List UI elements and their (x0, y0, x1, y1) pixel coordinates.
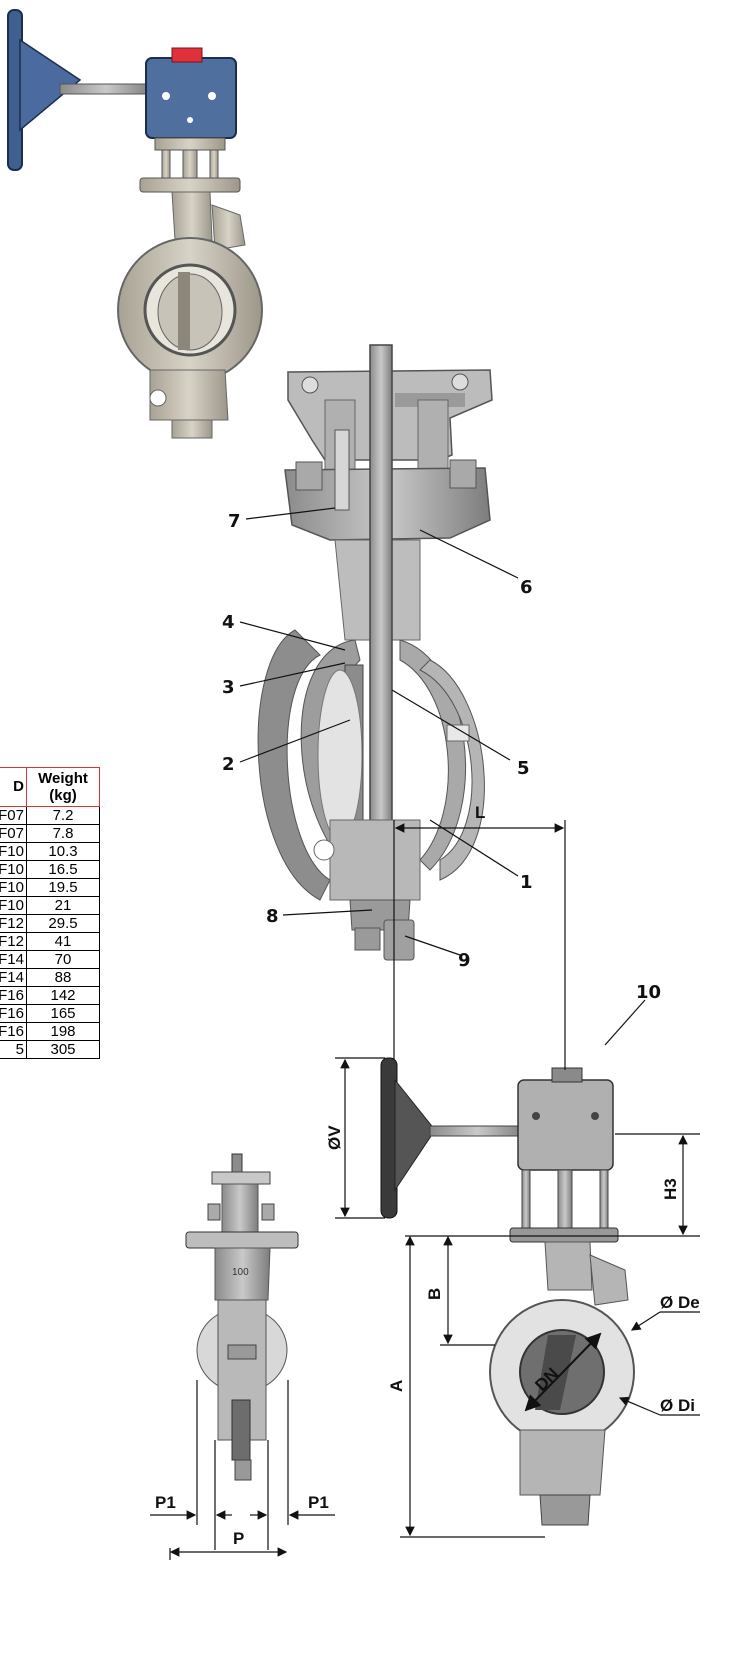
cell-weight: 29.5 (26, 914, 100, 933)
weight-header-line2: (kg) (49, 787, 77, 804)
cell-partial: 5 (0, 1040, 27, 1059)
dimension-lines-front (335, 820, 700, 1538)
cell-partial: F07 (0, 824, 27, 843)
cell-weight: 198 (26, 1022, 100, 1041)
cell-weight: 142 (26, 986, 100, 1005)
cell-weight: 7.8 (26, 824, 100, 843)
dim-p1-right: P1 (308, 1493, 329, 1512)
cell-weight: 19.5 (26, 878, 100, 897)
table-header-row: D Weight (kg) (0, 767, 100, 807)
dim-v: ØV (325, 1125, 344, 1150)
callout-10: 10 (636, 982, 661, 1003)
callout-7: 7 (228, 511, 241, 532)
cell-partial: F16 (0, 986, 27, 1005)
dim-b: B (425, 1288, 444, 1300)
cell-partial: F10 (0, 878, 27, 897)
weight-header-line1: Weight (38, 770, 88, 787)
valve-cutaway-view (257, 344, 493, 961)
cell-weight: 10.3 (26, 842, 100, 861)
table-header-partial: D (0, 767, 27, 807)
callout-4: 4 (222, 612, 235, 633)
cell-weight: 88 (26, 968, 100, 987)
callout-5: 5 (517, 758, 530, 779)
cell-partial: F16 (0, 1004, 27, 1023)
dimension-lines-side (150, 1380, 335, 1560)
dim-di: Ø Di (660, 1396, 695, 1415)
cell-partial: F14 (0, 950, 27, 969)
valve-front-drawing: DN (380, 1057, 635, 1526)
table-header-weight: Weight (kg) (26, 767, 100, 807)
cell-partial: F14 (0, 968, 27, 987)
cell-partial: F10 (0, 896, 27, 915)
cell-partial: F12 (0, 914, 27, 933)
callout-9: 9 (458, 950, 471, 971)
callout-6: 6 (520, 577, 533, 598)
cell-weight: 41 (26, 932, 100, 951)
callout-leaders (239, 507, 646, 1046)
cell-weight: 70 (26, 950, 100, 969)
callout-8: 8 (266, 906, 279, 927)
cell-partial: F16 (0, 1022, 27, 1041)
cell-weight: 21 (26, 896, 100, 915)
dim-l: L (475, 803, 485, 822)
cell-partial: F10 (0, 860, 27, 879)
valve-side-drawing: 100 (185, 1153, 299, 1481)
body-stamp: 100 (232, 1267, 249, 1278)
cell-partial: F12 (0, 932, 27, 951)
cell-weight: 16.5 (26, 860, 100, 879)
dim-h3: H3 (661, 1178, 680, 1200)
cell-weight: 305 (26, 1040, 100, 1059)
dim-de: Ø De (660, 1293, 700, 1312)
cell-partial: F07 (0, 806, 27, 825)
callout-2: 2 (222, 754, 235, 775)
cell-weight: 7.2 (26, 806, 100, 825)
cell-partial: F10 (0, 842, 27, 861)
cell-weight: 165 (26, 1004, 100, 1023)
callout-1: 1 (520, 872, 533, 893)
valve-3d-view (7, 9, 263, 439)
dim-p: P (233, 1529, 244, 1548)
dim-a: A (387, 1380, 406, 1392)
dim-p1-left: P1 (155, 1493, 176, 1512)
callout-3: 3 (222, 677, 235, 698)
